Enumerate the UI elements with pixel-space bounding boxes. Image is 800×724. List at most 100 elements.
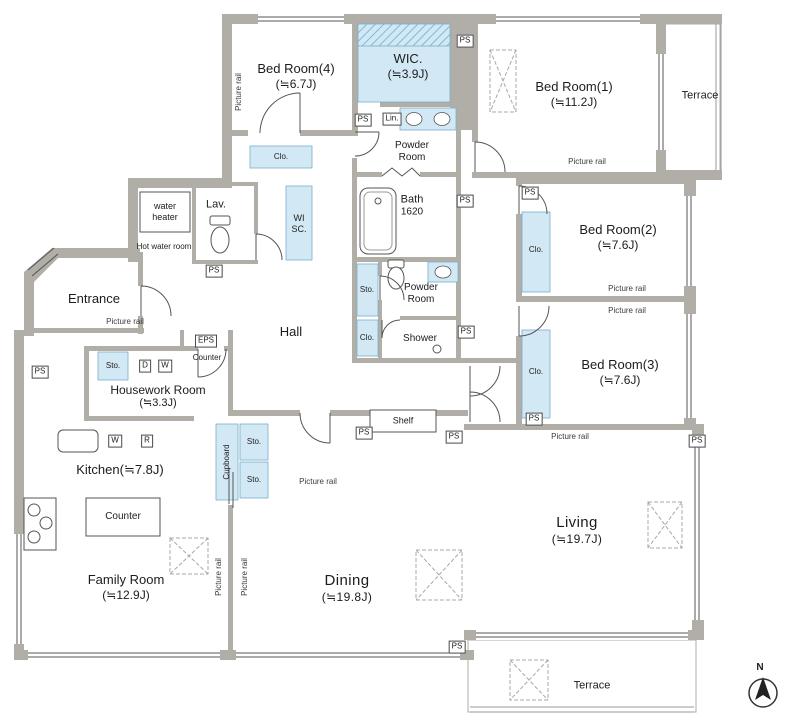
ps-label: PS xyxy=(354,113,372,127)
water-heater-label: water heater xyxy=(152,201,178,223)
room-name: Family Room xyxy=(87,572,165,588)
linen-label: Lin. xyxy=(382,112,402,126)
family-room-label: Family Room (≒12.9J) xyxy=(88,572,165,602)
hall-label: Hall xyxy=(279,324,303,340)
ps-label: PS xyxy=(456,194,474,208)
label-line: heater xyxy=(152,212,178,222)
toilet-icon-2 xyxy=(387,266,405,290)
bath-label: Bath 1620 xyxy=(401,193,424,218)
ps-label: PS xyxy=(688,434,706,448)
ps-label: PS xyxy=(448,640,466,654)
room-name: Housework Room xyxy=(110,383,206,398)
room-size: (≒19.7J) xyxy=(551,531,603,546)
counter-kitchen-label: Counter xyxy=(105,511,141,522)
ps-label: PS xyxy=(355,426,373,440)
dishwasher-label: D xyxy=(139,359,151,373)
bedroom3-label: Bed Room(3) (≒7.6J) xyxy=(581,357,658,387)
shower-drain-icon xyxy=(432,344,442,354)
cupboard-label: Cupboard xyxy=(222,444,232,480)
windows xyxy=(14,14,704,660)
closets-storage xyxy=(97,23,551,501)
picture-rail-label: Picture rail xyxy=(551,432,589,442)
lavatory-label: Lav. xyxy=(206,198,226,211)
room-size: (≒6.7J) xyxy=(275,76,317,91)
label-line: Room xyxy=(407,294,435,305)
bedroom4-label: Bed Room(4) (≒6.7J) xyxy=(257,61,334,91)
room-size: (≒3.9J) xyxy=(387,66,429,81)
kitchen-label: Kitchen(≒7.8J) xyxy=(76,462,164,478)
hot-water-room-label: Hot water room xyxy=(136,242,192,252)
eps-label: EPS xyxy=(194,334,218,348)
picture-rail-label: Picture rail xyxy=(608,284,646,294)
ps-label: PS xyxy=(456,34,474,48)
toilet-tank-icon xyxy=(209,215,231,226)
picture-rail-label: Picture rail xyxy=(568,157,606,167)
room-name: Bed Room(1) xyxy=(535,79,613,95)
sliding-door-icon xyxy=(228,468,234,508)
fixtures xyxy=(23,187,442,551)
housework-room-label: Housework Room (≒3.3J) xyxy=(110,383,205,411)
picture-rail-label: Picture rail xyxy=(608,306,646,316)
shelf-label: Shelf xyxy=(392,415,414,426)
clo-bedroom4-label: Clo. xyxy=(273,152,289,162)
walk-in-storage-label: WI SC. xyxy=(291,213,306,235)
refrigerator-label: R xyxy=(141,434,153,448)
dining-label: Dining (≒19.8J) xyxy=(322,572,373,604)
clo-bedroom2-label: Clo. xyxy=(528,245,544,255)
room-name: Living xyxy=(556,513,598,531)
ps-label: PS xyxy=(457,325,475,339)
picture-rail-label: Picture rail xyxy=(299,477,337,487)
room-size: (≒7.6J) xyxy=(597,237,639,252)
label-line: Powder xyxy=(395,140,429,151)
room-name: Bed Room(4) xyxy=(257,61,335,77)
ps-label: PS xyxy=(525,412,543,426)
wic-label: WIC. (≒3.9J) xyxy=(388,51,429,81)
kitchen-counter-island xyxy=(85,497,161,537)
picture-rail-label: Picture rail xyxy=(240,558,250,596)
ps-label: PS xyxy=(205,264,223,278)
room-name: Dining xyxy=(324,571,370,589)
washer-housework-label: W xyxy=(158,359,172,373)
room-size: (≒3.3J) xyxy=(139,397,177,410)
clo-hall-label: Clo. xyxy=(359,333,375,343)
toilet-icon xyxy=(210,226,230,254)
ps-label: PS xyxy=(31,365,49,379)
ps-label: PS xyxy=(521,186,539,200)
bedroom2-label: Bed Room(2) (≒7.6J) xyxy=(579,222,656,252)
terrace-bottom-area xyxy=(467,639,697,713)
living-label: Living (≒19.7J) xyxy=(552,514,603,546)
door-arcs xyxy=(140,92,550,508)
terrace-bottom-label: Terrace xyxy=(573,679,611,692)
shelf-niche xyxy=(369,409,437,433)
north-label: N xyxy=(756,662,764,673)
bath-size-code: 1620 xyxy=(400,206,424,218)
water-heater-box xyxy=(139,191,191,233)
dashed-hatch-boxes xyxy=(169,49,683,701)
picture-rail-label: Picture rail xyxy=(214,558,224,596)
label-line: water xyxy=(153,201,176,212)
label-line: Powder xyxy=(404,282,438,293)
sto-cupboard2-label: Sto. xyxy=(246,475,262,485)
room-name: Bed Room(3) xyxy=(581,357,659,373)
room-name: WIC. xyxy=(393,51,423,67)
kitchen-sink-icon xyxy=(57,429,99,453)
sto-cupboard1-label: Sto. xyxy=(246,437,262,447)
room-name: Bed Room(2) xyxy=(579,222,657,238)
powder-room-upper-label: Powder Room xyxy=(395,140,429,164)
bedroom1-label: Bed Room(1) (≒11.2J) xyxy=(535,79,612,109)
room-size: (≒7.6J) xyxy=(599,372,641,387)
picture-rail-label: Picture rail xyxy=(234,73,244,111)
washer-kitchen-label: W xyxy=(108,434,122,448)
clo-bedroom3-label: Clo. xyxy=(528,367,544,377)
terrace-right-area xyxy=(663,23,722,173)
counter-hall-label: Counter xyxy=(192,353,222,363)
sto-housework-label: Sto. xyxy=(105,361,121,371)
room-size: (≒11.2J) xyxy=(550,94,598,109)
shower-label: Shower xyxy=(403,333,437,344)
label-line: Room xyxy=(398,152,426,163)
terrace-right-label: Terrace xyxy=(681,89,719,102)
entrance-label: Entrance xyxy=(67,291,121,307)
room-size: (≒12.9J) xyxy=(102,587,150,602)
label-line: WI xyxy=(293,213,305,224)
